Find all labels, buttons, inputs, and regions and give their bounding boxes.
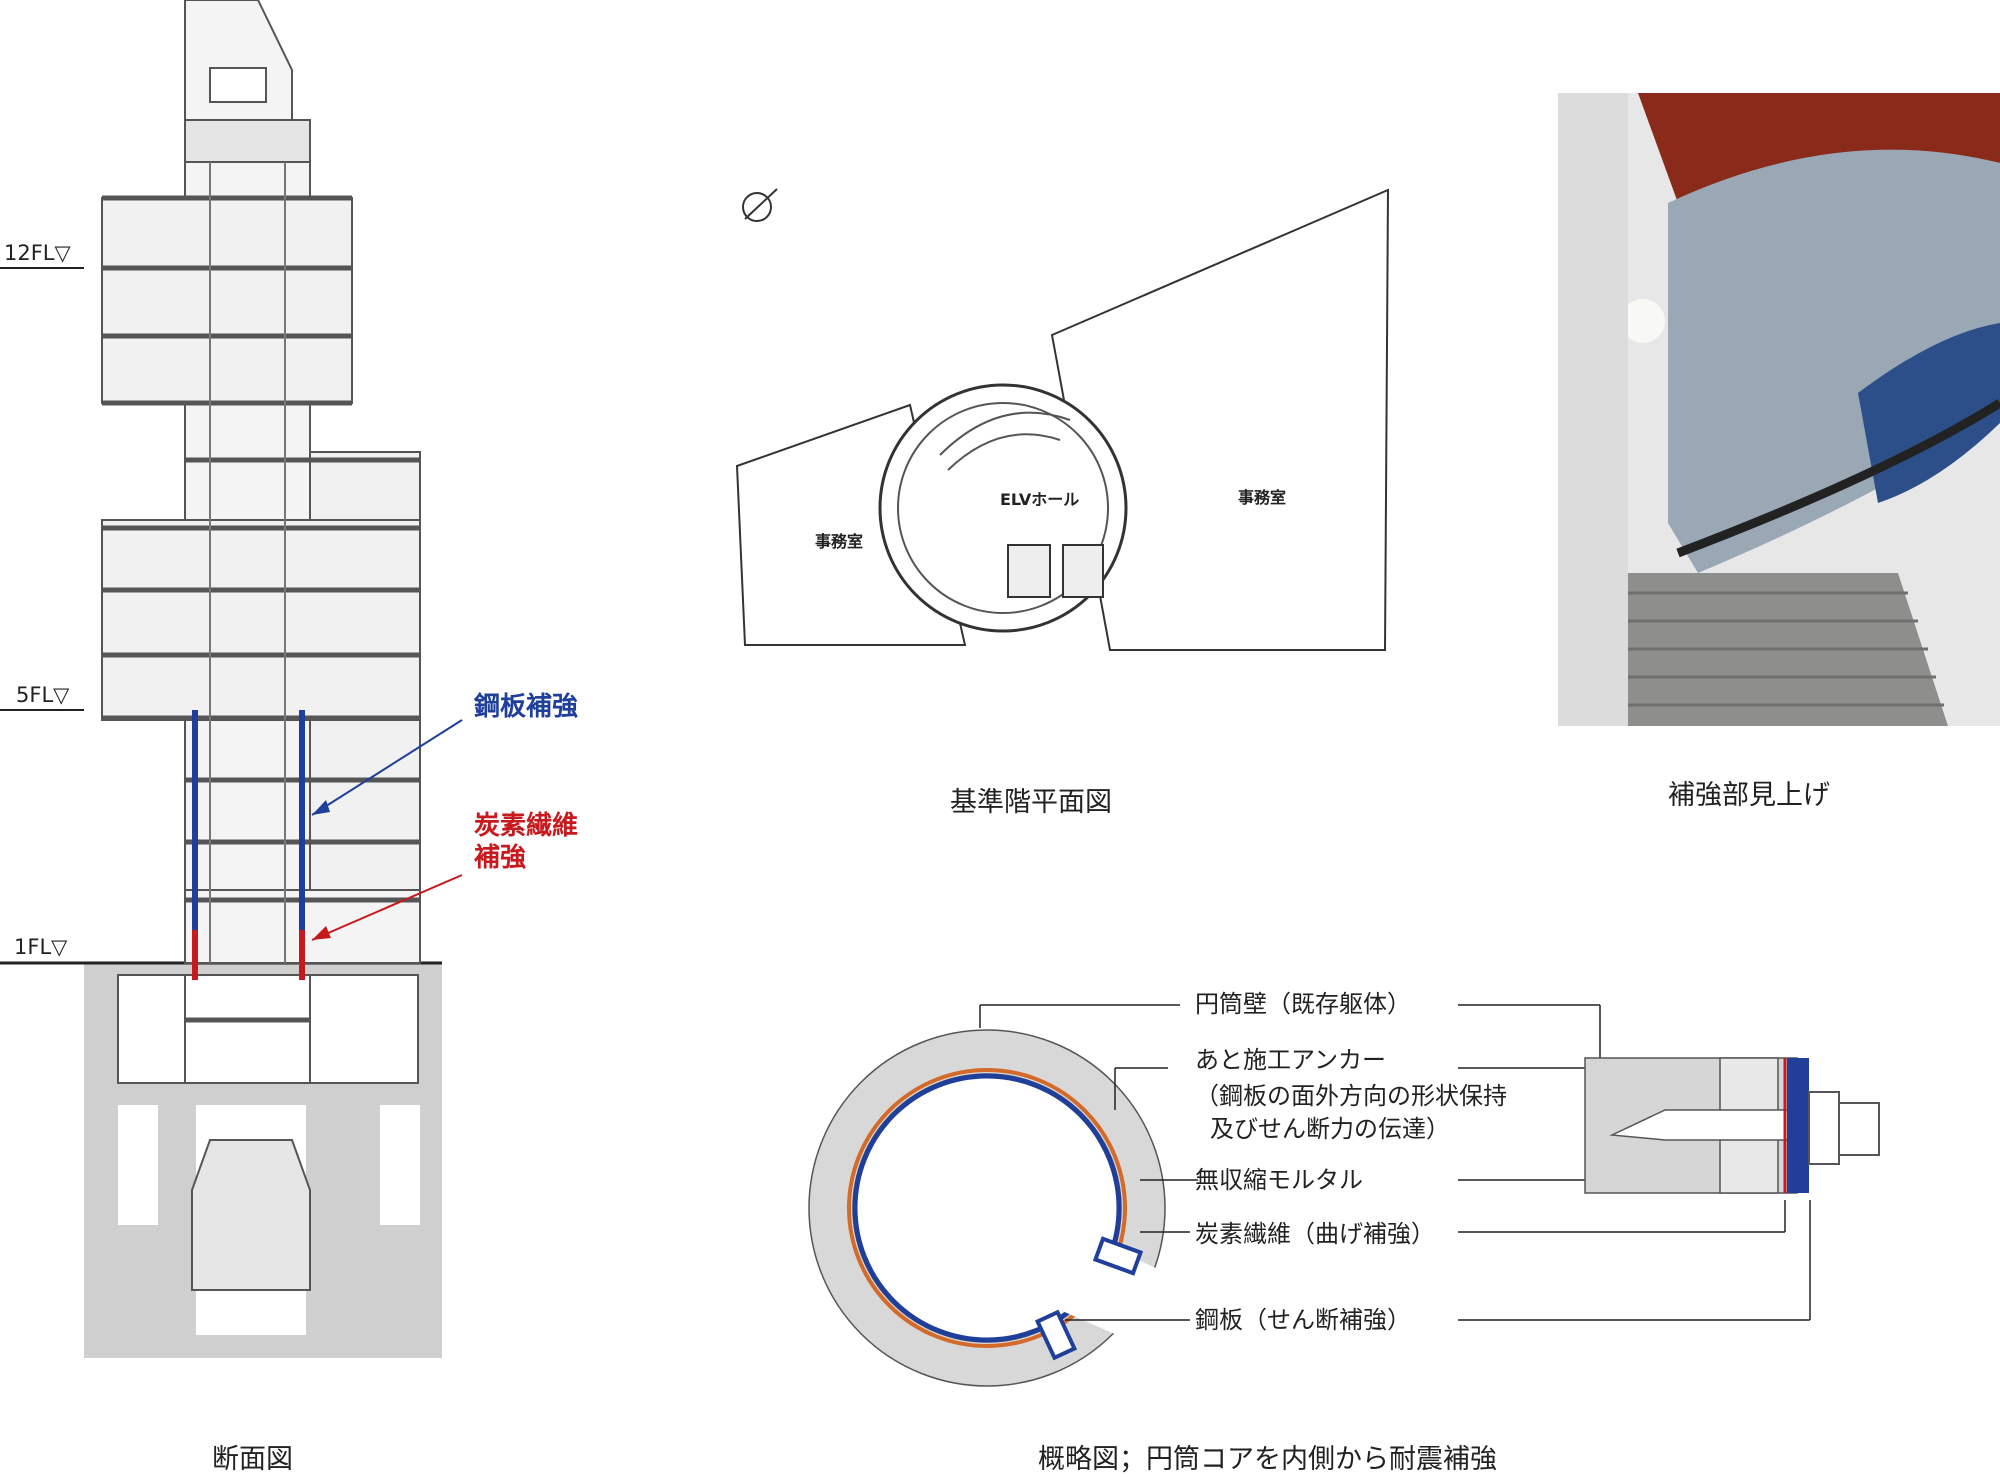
legend-post-anchor: あと施工アンカー (1195, 1046, 1387, 1074)
reinforcement-photo (1558, 93, 2000, 726)
plan-room-left: 事務室 (815, 532, 864, 551)
carbon-arrow (311, 874, 463, 941)
plan-elv-hall: ELVホール (1000, 490, 1080, 509)
legend-cylinder-wall: 円筒壁（既存躯体） (1195, 990, 1411, 1018)
legend-steel-plate: 鋼板（せん断補強） (1195, 1306, 1411, 1334)
floor-plan (735, 188, 1390, 651)
floor-label-1fl: 1FL▽ (14, 935, 68, 959)
legend-carbon-fiber: 炭素繊維（曲げ補強） (1195, 1220, 1435, 1248)
plan-caption: 基準階平面図 (950, 787, 1112, 818)
section-caption: 断面図 (212, 1444, 293, 1475)
floor-label-5fl: 5FL▽ (16, 683, 70, 707)
floor-label-12fl: 12FL▽ (4, 241, 71, 265)
detail-caption: 概略図；円筒コアを内側から耐震補強 (1038, 1444, 1497, 1475)
anchor-section-detail (1584, 1057, 1880, 1194)
carbon-reinforcement-label-line1: 炭素繊維 (474, 811, 579, 841)
photo-caption: 補強部見上げ (1668, 780, 1830, 811)
plan-room-right: 事務室 (1238, 488, 1287, 507)
legend-anchor-note2: 及びせん断力の伝達） (1210, 1115, 1450, 1143)
steel-reinforcement-label: 鋼板補強 (474, 692, 579, 722)
legend-mortar: 無収縮モルタル (1195, 1166, 1363, 1194)
steel-arrow (311, 719, 463, 816)
compass-icon (742, 188, 778, 222)
carbon-reinforcement-label-line2: 補強 (474, 843, 527, 873)
core-ring-detail (808, 1029, 1166, 1387)
legend-anchor-note1: （鋼板の面外方向の形状保持 (1195, 1082, 1507, 1110)
